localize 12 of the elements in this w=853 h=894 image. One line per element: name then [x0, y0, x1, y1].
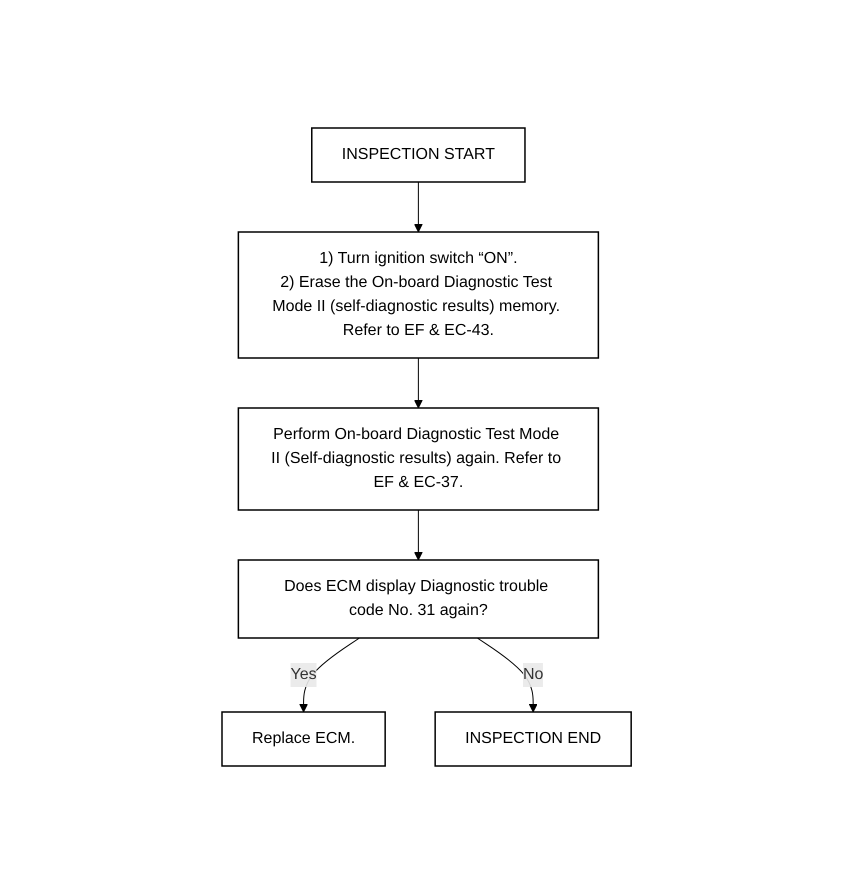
node-box: Perform On-board Diagnostic Test Mode II (Self-diagnostic results) again. Refer to EF & EC-37.: [238, 407, 600, 511]
arrow: [414, 510, 423, 560]
arrow: [414, 358, 423, 408]
edge-label: Yes: [290, 666, 317, 683]
node-box: INSPECTION START: [310, 127, 526, 183]
node-box: Does ECM display Diagnostic trouble code No. 31 again?: [238, 559, 600, 639]
arrow: [414, 182, 423, 232]
node-box: Replace ECM.: [221, 711, 386, 767]
node-box: 1) Turn ignition switch “ON”. 2) Erase the On-board Diagnostic Test Mode II (self-diagnostic results) memory. Refer to EF & EC-43.: [238, 231, 600, 359]
arrow: [476, 638, 538, 712]
edge-label: No: [522, 666, 544, 683]
node-box: INSPECTION END: [434, 711, 632, 767]
